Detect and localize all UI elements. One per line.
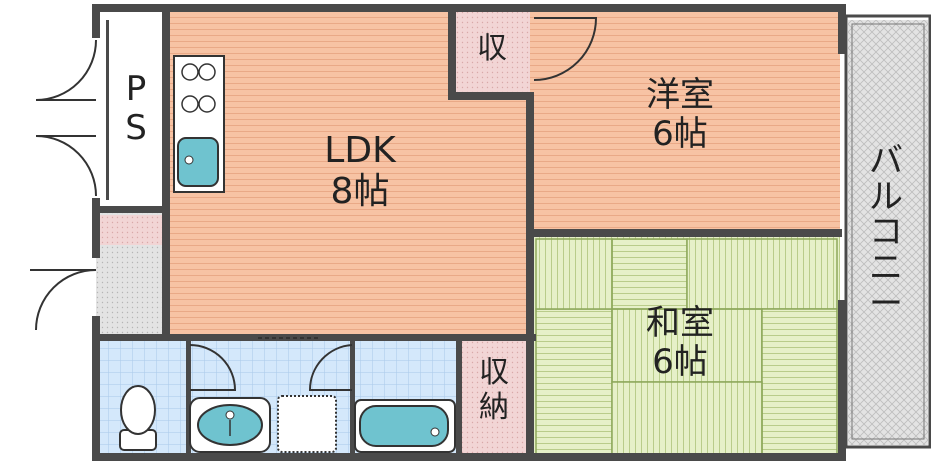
kitchen-counter [173,55,225,193]
ps-label-line2: S [125,108,147,149]
toilet [119,385,157,451]
ldk-name: LDK [324,130,396,171]
entry-step [98,215,164,245]
closet-top-text: 収 [477,31,507,66]
closet-top-label: 収 [460,31,524,67]
balcony-railing [844,14,931,449]
balcony-label: バ ル コ ニ ー [862,141,910,324]
tatami-mats [535,238,838,456]
storage-line1: 収 [479,355,509,390]
kitchen-sink [177,137,219,187]
washer-space [277,395,337,453]
balcony-inner [851,23,925,440]
balcony-char-1: バ [869,141,903,181]
ldk-size: 8帖 [330,171,390,213]
doors [30,17,598,391]
storage-label: 収 納 [464,355,524,425]
storage-floor [460,338,530,455]
ps-label: P S [112,69,160,149]
western-room-label: 洋室 6帖 [610,75,750,155]
storage-line2: 納 [479,389,509,425]
western-room-floor [530,8,840,233]
balcony-char-3: コ [869,212,903,253]
western-room-name: 洋室 [646,75,714,115]
western-room-size: 6帖 [652,114,708,155]
wash-basin [189,397,271,453]
balcony-floor [848,20,928,445]
balcony-char-5: ー [869,283,903,324]
japanese-room-label: 和室 6帖 [610,303,750,383]
balcony-char-4: ニ [869,248,903,289]
balcony-char-2: ル [869,176,903,217]
ps-label-line1: P [125,69,147,109]
japanese-room-name: 和室 [646,303,714,343]
ldk-label: LDK 8帖 [290,130,430,213]
japanese-room-size: 6帖 [652,342,708,383]
closet-top-floor [452,8,530,96]
bathtub [354,399,456,453]
